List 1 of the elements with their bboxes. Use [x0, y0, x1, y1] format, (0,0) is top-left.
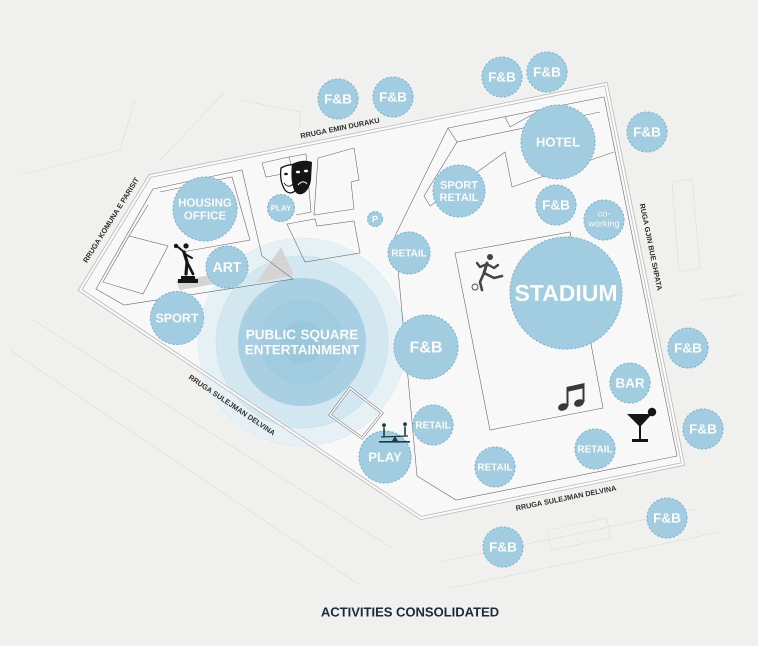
caption: ACTIVITIES CONSOLIDATED [321, 607, 499, 617]
